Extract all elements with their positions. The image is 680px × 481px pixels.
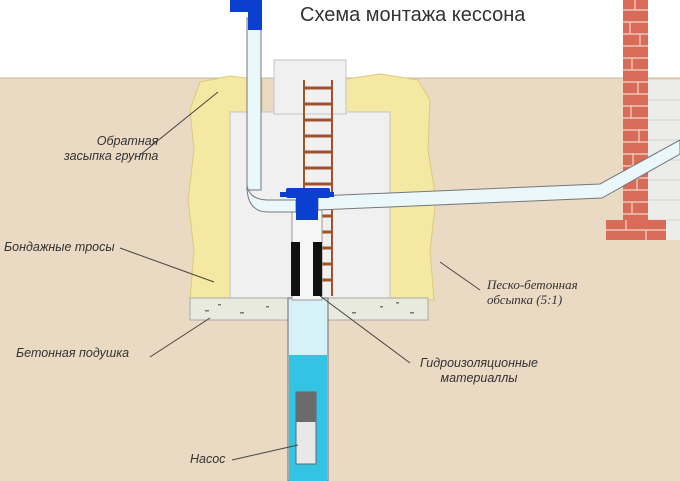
bolt-left [280,192,290,197]
head-body [296,196,318,220]
bolt-right [324,192,334,197]
label-pump: Насос [190,452,226,466]
label-cushion: Бетонная подушка [16,346,130,360]
waterproofing-left [291,242,300,296]
concrete-dots [205,302,414,314]
diagram-title: Схема монтажа кессона [300,4,526,26]
label-sand-concrete: Песко-бетонная обсыпка (5:1) [487,277,578,307]
pump-motor [296,392,316,422]
head-flange [286,188,330,198]
leader-lines [119,91,481,461]
label-waterproofing: Гидроизоляционные материаллы [420,356,538,385]
label-backfill: Обратная засыпка грунта [64,134,159,163]
riser-pipe [246,17,262,191]
label-ropes: Бондажные тросы [4,240,115,254]
brick-wall [606,0,666,240]
top-elbow-fitting [230,0,262,30]
waterproofing-right [313,242,322,296]
